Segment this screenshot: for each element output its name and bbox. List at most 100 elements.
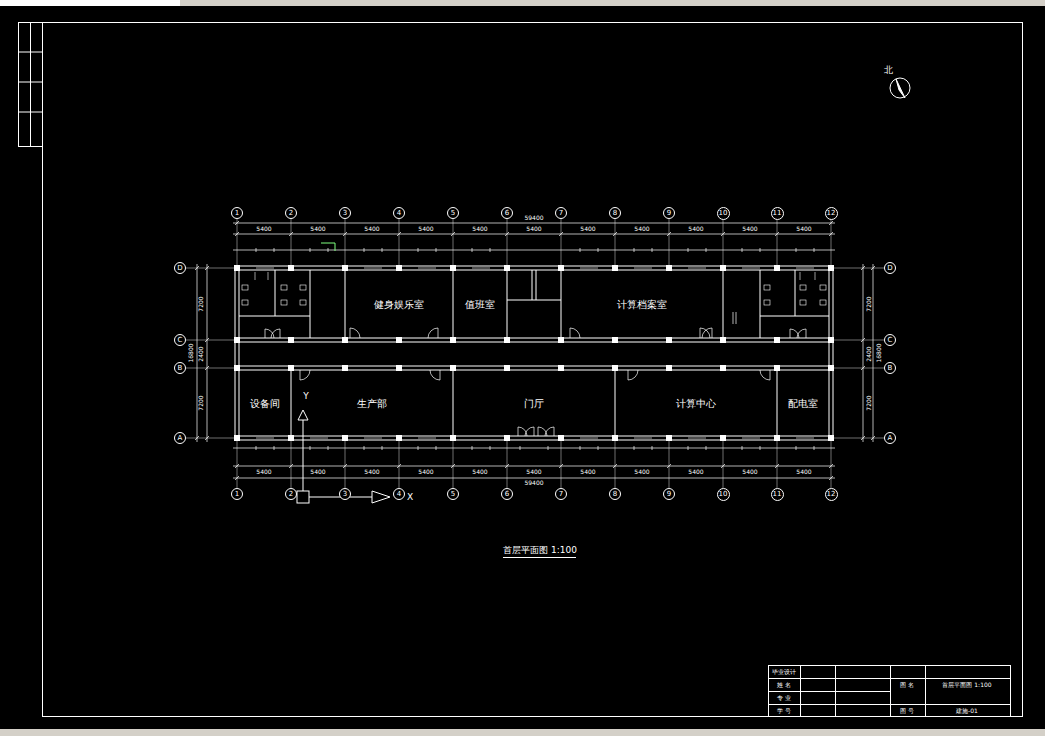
- drawing-label: 7200: [198, 295, 204, 312]
- room-area: 门厅: [456, 373, 612, 433]
- drawing-label: 5400: [471, 469, 488, 475]
- axis-lines: [186, 219, 884, 488]
- drawing-label: 图 名: [899, 682, 915, 688]
- room-name: 值班室: [464, 299, 496, 310]
- axis-number: C: [178, 337, 183, 344]
- toilet-fixtures: [242, 272, 826, 305]
- status-bar: [0, 729, 1045, 736]
- axis-bubble: 4: [393, 207, 405, 219]
- drawing-label: 毕业设计: [771, 669, 797, 675]
- axis-number: 10: [719, 210, 728, 217]
- room-name: 生产部: [356, 398, 388, 409]
- doors: [265, 312, 806, 436]
- walls: [235, 266, 833, 440]
- axis-number: 11: [773, 491, 782, 498]
- room-name: 计算档案室: [616, 299, 668, 310]
- axis-number: 7: [559, 210, 563, 217]
- axis-bubble: B: [174, 362, 186, 374]
- drawing-label: 学 号: [776, 708, 792, 714]
- room-area: 健身娱乐室: [348, 273, 450, 335]
- axis-bubble: 2: [285, 207, 297, 219]
- drawing-label: 5400: [741, 469, 758, 475]
- drawing-label: 7200: [866, 295, 872, 312]
- axis-bubble: 12: [825, 488, 838, 501]
- axis-bubble: 1: [231, 207, 243, 219]
- axis-number: 6: [505, 491, 509, 498]
- drawing-label: 5400: [633, 226, 650, 232]
- axis-number: A: [888, 435, 893, 442]
- axis-bubble: C: [174, 334, 186, 346]
- axis-number: 8: [613, 210, 617, 217]
- drawing-label: 5400: [579, 226, 596, 232]
- columns: [234, 265, 834, 441]
- room-name: 门厅: [523, 398, 545, 409]
- axis-number: 2: [289, 210, 293, 217]
- drawing-label: 5400: [795, 469, 812, 475]
- axis-bubble: C: [884, 334, 896, 346]
- drawing-label: 2400: [198, 345, 204, 362]
- drawing-label: 5400: [363, 469, 380, 475]
- ucs-icon: [297, 410, 390, 503]
- drawing-label: 5400: [255, 469, 272, 475]
- drawing-label: 5400: [417, 226, 434, 232]
- axis-number: 8: [613, 491, 617, 498]
- axis-number: C: [888, 337, 893, 344]
- axis-bubble: 5: [447, 488, 459, 500]
- axis-bubble: 3: [339, 488, 351, 500]
- drawing-label: 5400: [579, 469, 596, 475]
- window-bar: [0, 0, 1045, 6]
- drawing-label: 2400: [866, 345, 872, 362]
- axis-bubble: 1: [231, 488, 243, 500]
- dimension-lines: [195, 221, 875, 480]
- drawing-label: 5400: [255, 226, 272, 232]
- drawing-label: 5400: [471, 226, 488, 232]
- drawing-label: 5400: [741, 226, 758, 232]
- axis-bubble: 3: [339, 207, 351, 219]
- axis-number: 5: [451, 491, 455, 498]
- axis-number: 11: [773, 210, 782, 217]
- axis-number: 3: [343, 210, 347, 217]
- drawing-label: 16800: [188, 342, 194, 363]
- drawing-label: 5400: [417, 469, 434, 475]
- drawing-label: 5400: [309, 469, 326, 475]
- axis-bubble: 5: [447, 207, 459, 219]
- drawing-label: 5400: [363, 226, 380, 232]
- sheet-frame: [19, 23, 1023, 717]
- drawing-label: 7200: [866, 394, 872, 411]
- room-name: 计算中心: [675, 398, 717, 409]
- axis-number: B: [178, 365, 183, 372]
- axis-bubble: 10: [717, 207, 730, 220]
- caption-underline: [503, 557, 576, 558]
- drawing-label: 5400: [687, 226, 704, 232]
- axis-bubble: 6: [501, 207, 513, 219]
- axis-number: 1: [235, 491, 239, 498]
- drawing-label: 5400: [525, 469, 542, 475]
- axis-number: 5: [451, 210, 455, 217]
- drawing-label: 建施-01: [955, 708, 979, 714]
- drawing-label: X: [406, 493, 414, 502]
- drawing-label: 7200: [198, 394, 204, 411]
- room-area: 计算中心: [618, 373, 774, 433]
- room-area: 配电室: [780, 373, 826, 433]
- axis-number: B: [888, 365, 893, 372]
- axis-number: 1: [235, 210, 239, 217]
- drawing-label: 16800: [876, 342, 882, 363]
- axis-bubble: 10: [717, 488, 730, 501]
- drawing-label: 5400: [687, 469, 704, 475]
- room-name: 健身娱乐室: [373, 299, 425, 310]
- axis-bubble: A: [884, 432, 896, 444]
- axis-bubble: 12: [825, 207, 838, 220]
- axis-number: 12: [827, 210, 836, 217]
- room-name: 设备间: [249, 398, 281, 409]
- axis-number: D: [887, 265, 892, 272]
- axis-number: 12: [827, 491, 836, 498]
- axis-bubble: 4: [393, 488, 405, 500]
- axis-bubble: 6: [501, 488, 513, 500]
- drawing-label: 5400: [525, 226, 542, 232]
- axis-bubble: 11: [771, 207, 784, 220]
- axis-bubble: 7: [555, 207, 567, 219]
- axis-number: D: [177, 265, 182, 272]
- axis-number: 10: [719, 491, 728, 498]
- axis-number: A: [178, 435, 183, 442]
- drawing-label: 首层平面图 1:100: [941, 682, 992, 688]
